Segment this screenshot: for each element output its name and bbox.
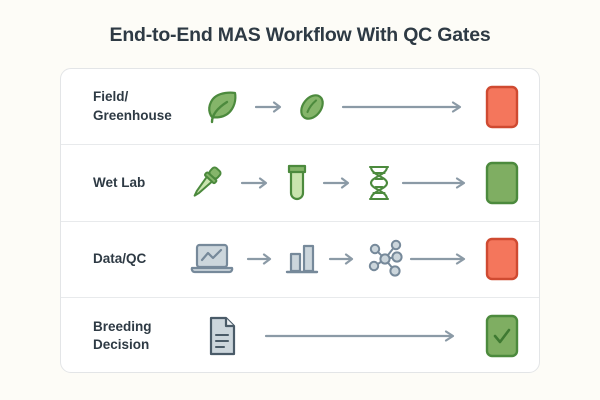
row-label-line1: Field/ <box>93 89 129 105</box>
row-flow-breeding-decision <box>191 298 539 372</box>
arrow-icon <box>253 100 287 114</box>
row-label-data-qc: Data/QC <box>61 250 181 268</box>
row-flow-field-greenhouse <box>191 69 539 144</box>
qc-gate-pass-check[interactable] <box>471 314 533 358</box>
row-label-line1: Breeding <box>93 318 152 334</box>
qc-gate-pass[interactable] <box>471 161 533 205</box>
row-label-wet-lab: Wet Lab <box>61 174 175 192</box>
arrow-icon <box>319 176 357 190</box>
page-title: End-to-End MAS Workflow With QC Gates <box>109 24 491 46</box>
arrow-long-icon <box>409 252 471 266</box>
workflow-card: Field/ Greenhouse <box>60 68 540 373</box>
arrow-long-icon <box>337 100 471 114</box>
dna-helix-icon <box>357 162 401 204</box>
table-row: Field/ Greenhouse <box>61 69 539 146</box>
row-flow-wet-lab <box>175 145 539 220</box>
row-label-line1: Wet Lab <box>93 174 146 190</box>
document-icon <box>191 314 253 358</box>
arrow-long-icon <box>253 329 471 343</box>
laptop-chart-icon <box>181 239 243 279</box>
arrow-long-icon <box>401 176 471 190</box>
qc-gate-fail[interactable] <box>471 237 533 281</box>
bar-chart-icon <box>279 239 325 279</box>
row-flow-data-qc <box>181 222 539 297</box>
row-label-line1: Data/QC <box>93 251 147 267</box>
pipette-icon <box>175 162 237 204</box>
leaf-icon <box>191 86 253 128</box>
table-row: Wet Lab <box>61 145 539 222</box>
table-row: Breeding Decision <box>61 298 539 372</box>
seed-leaf-icon <box>287 89 337 125</box>
row-label-breeding-decision: Breeding Decision <box>61 318 191 354</box>
test-tube-icon <box>275 162 319 204</box>
arrow-icon <box>237 176 275 190</box>
arrow-icon <box>243 252 279 266</box>
table-row: Data/QC <box>61 222 539 298</box>
qc-gate-fail[interactable] <box>471 85 533 129</box>
network-graph-icon <box>361 238 409 280</box>
row-label-line2: Greenhouse <box>93 107 172 123</box>
arrow-icon <box>325 252 361 266</box>
row-label-field-greenhouse: Field/ Greenhouse <box>61 88 191 124</box>
row-label-line2: Decision <box>93 336 150 352</box>
